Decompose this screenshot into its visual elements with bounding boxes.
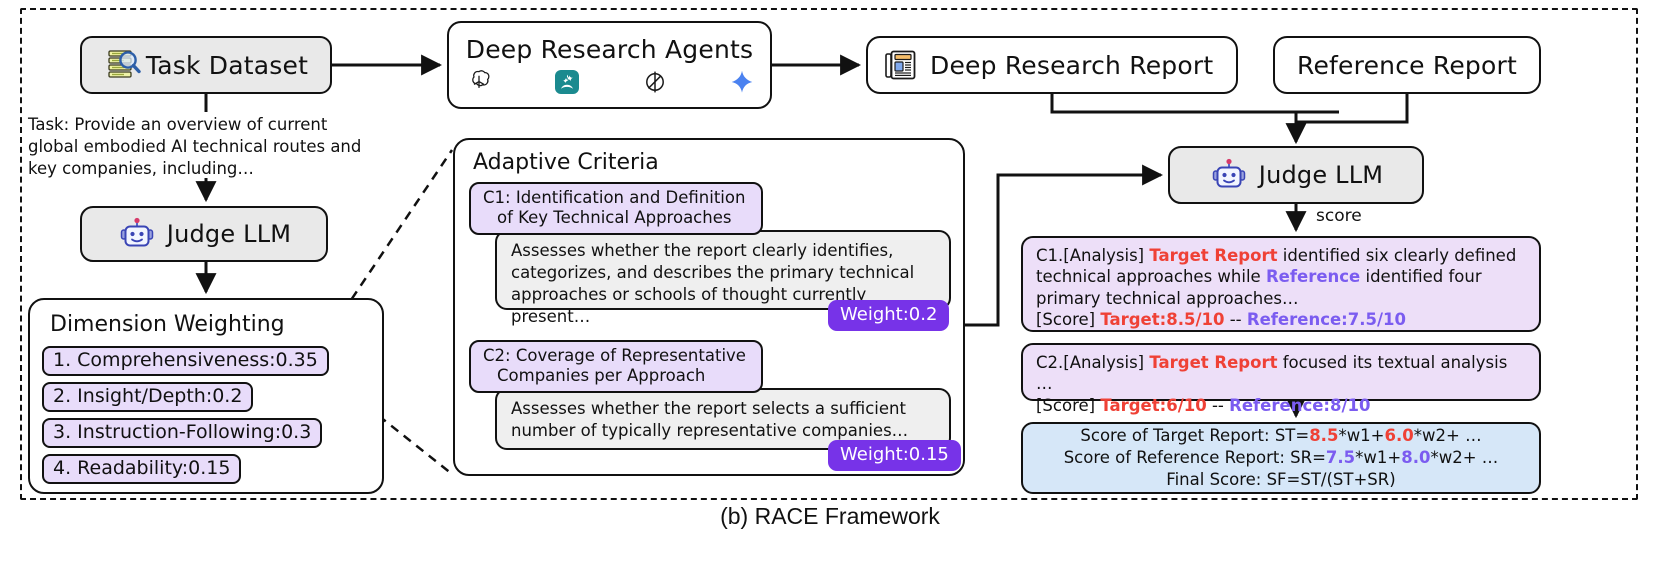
dimension-item-readability[interactable]: 4. Readability:0.15 <box>42 454 242 484</box>
analysis-c2-target-term: Target Report <box>1149 353 1278 372</box>
panel-final-score: Score of Target Report: ST=8.5*w1+6.0*w2… <box>1021 422 1541 494</box>
analysis-c1-score-prefix: [Score] <box>1036 310 1101 330</box>
analysis-c1-target-term: Target Report <box>1149 246 1278 265</box>
criterion-c2-header-line2: Companies per Approach <box>497 366 706 386</box>
criterion-c1-header[interactable]: C1: Identification and Definition of Key… <box>469 182 763 236</box>
criterion-c1-header-line1: C1: Identification and Definition <box>483 188 746 207</box>
analysis-c1-score-reference: Reference:7.5/10 <box>1246 310 1406 330</box>
criterion-c2-header-line1: C2: Coverage of Representative <box>483 346 746 365</box>
analysis-c1-score-sep: -- <box>1224 310 1247 330</box>
criterion-c2-header[interactable]: C2: Coverage of Representative Companies… <box>469 340 763 394</box>
node-task-dataset[interactable]: Task Dataset <box>80 36 332 94</box>
perplexity-logo-icon <box>641 68 669 96</box>
final-score-line-target: Score of Target Report: ST=8.5*w1+6.0*w2… <box>1023 425 1539 447</box>
node-reference-report[interactable]: Reference Report <box>1273 36 1541 94</box>
deep-research-report-label: Deep Research Report <box>930 50 1214 80</box>
final-line2-v1: 7.5 <box>1325 447 1356 467</box>
agent-logo-row <box>465 68 755 96</box>
figure-caption: (b) RACE Framework <box>720 503 940 529</box>
criterion-c2-body-text: Assesses whether the report selects a su… <box>511 399 909 440</box>
kimi-logo-icon <box>553 68 581 96</box>
score-arrow-label: score <box>1316 206 1362 226</box>
final-score-line-reference: Score of Reference Report: SR=7.5*w1+8.0… <box>1023 447 1539 469</box>
analysis-c2-score-prefix: [Score] <box>1036 395 1101 415</box>
node-judge-llm-right[interactable]: Judge LLM <box>1168 146 1424 204</box>
robot-icon <box>117 214 157 254</box>
panel-analysis-c1: C1.[Analysis] Target Report identified s… <box>1021 236 1541 332</box>
criterion-c2-weight-badge: Weight:0.15 <box>828 440 961 471</box>
criterion-c1-header-line2: of Key Technical Approaches <box>497 208 732 228</box>
final-score-line-formula: Final Score: SF=ST/(ST+SR) <box>1166 470 1396 490</box>
criterion-c1-weight-label: Weight:0.2 <box>840 304 938 325</box>
dimension-item-instruction-following[interactable]: 3. Instruction-Following:0.3 <box>42 418 323 448</box>
criterion-c2-body: Assesses whether the report selects a su… <box>495 388 951 450</box>
analysis-c2-score-reference: Reference:8/10 <box>1229 395 1371 415</box>
final-line2-mid: *w1+ <box>1355 447 1402 467</box>
criterion-c1-weight-badge: Weight:0.2 <box>828 300 950 331</box>
newspaper-icon <box>882 46 920 84</box>
final-line1-mid: *w1+ <box>1338 425 1385 445</box>
robot-icon <box>1209 155 1249 195</box>
judge-llm-right-label: Judge LLM <box>1258 161 1384 189</box>
analysis-c2-prefix: C2.[Analysis] <box>1036 353 1150 372</box>
judge-llm-left-label: Judge LLM <box>166 220 292 248</box>
dimension-item-comprehensiveness[interactable]: 1. Comprehensiveness:0.35 <box>42 346 329 376</box>
final-line2-v2: 8.0 <box>1401 447 1431 467</box>
task-description-text: Task: Provide an overview of current glo… <box>28 115 362 178</box>
analysis-c1-mid2: identified four primary technical approa… <box>1036 267 1482 308</box>
node-judge-llm-left[interactable]: Judge LLM <box>80 206 328 262</box>
panel-adaptive-criteria: Adaptive Criteria C1: Identification and… <box>453 138 965 476</box>
final-line1-suffix: *w2+ … <box>1413 425 1482 445</box>
panel-dimension-weighting: Dimension Weighting 1. Comprehensiveness… <box>28 298 384 494</box>
analysis-c1-mid1: identified six clearly defined technical… <box>1036 246 1517 287</box>
analysis-c2-score-sep: -- <box>1206 395 1230 415</box>
deep-research-agents-label: Deep Research Agents <box>465 34 754 64</box>
task-dataset-label: Task Dataset <box>145 50 309 80</box>
node-deep-research-agents[interactable]: Deep Research Agents <box>447 21 772 109</box>
node-deep-research-report[interactable]: Deep Research Report <box>866 36 1238 94</box>
database-search-icon <box>104 45 144 85</box>
final-line2-suffix: *w2+ … <box>1430 447 1499 467</box>
final-line2-prefix: Score of Reference Report: SR= <box>1063 447 1326 467</box>
analysis-c1-prefix: C1.[Analysis] <box>1036 246 1150 265</box>
analysis-c1-score-target: Target:8.5/10 <box>1100 310 1225 330</box>
criterion-c2-weight-label: Weight:0.15 <box>840 444 949 465</box>
final-line1-v1: 8.5 <box>1309 425 1339 445</box>
openai-logo-icon <box>465 68 493 96</box>
criterion-c1-body: Assesses whether the report clearly iden… <box>495 230 951 326</box>
adaptive-criteria-title: Adaptive Criteria <box>473 150 659 175</box>
dimension-item-insight-depth[interactable]: 2. Insight/Depth:0.2 <box>42 382 254 412</box>
gemini-sparkle-icon <box>729 69 755 95</box>
final-line1-prefix: Score of Target Report: ST= <box>1080 425 1310 445</box>
dimension-weighting-title: Dimension Weighting <box>50 312 285 337</box>
analysis-c2-score-target: Target:6/10 <box>1100 395 1207 415</box>
criterion-c1-body-text: Assesses whether the report clearly iden… <box>511 241 915 326</box>
final-line1-v2: 6.0 <box>1384 425 1414 445</box>
reference-report-label: Reference Report <box>1297 50 1517 80</box>
analysis-c1-reference-term: Reference <box>1265 267 1361 287</box>
panel-analysis-c2: C2.[Analysis] Target Report focused its … <box>1021 343 1541 415</box>
analysis-c2-mid1: focused its textual analysis … <box>1036 353 1508 394</box>
